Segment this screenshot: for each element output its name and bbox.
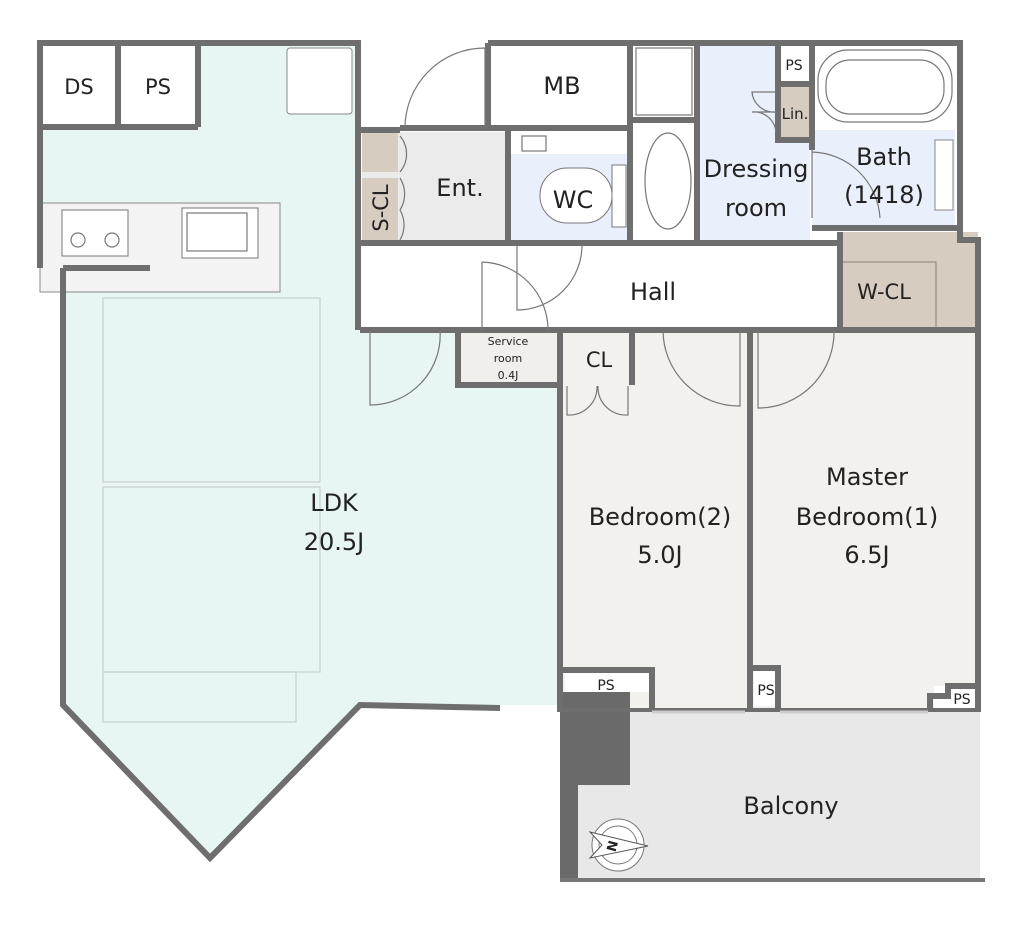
room-ps-top-left [118,43,198,127]
balcony-pillar [560,692,630,880]
entrance-door[interactable] [404,47,486,129]
washbasin-icon [644,132,692,230]
sink-basin [186,212,248,252]
label-lin: Lin. [782,105,809,123]
room-s-cl[interactable] [362,178,398,242]
room-ps-top-right [778,43,810,81]
room-ps-bottom-2 [754,668,778,706]
label-master: Master [826,463,908,491]
room-ps-bottom-1 [565,670,650,692]
label-service-size: 0.4J [498,369,519,382]
kitchen-sink [181,207,259,259]
room-hall[interactable] [358,245,838,328]
room-ps-bottom-3 [934,686,976,708]
room-mb [488,43,628,128]
label-ldk-size: 20.5J [304,528,365,556]
room-ds [40,43,118,127]
label-ps-bottom-3: PS [953,692,970,708]
linen-doors[interactable] [751,91,777,133]
label-bath-size: (1418) [844,181,924,209]
room-bedroom-2[interactable] [563,386,750,708]
label-ldk: LDK [310,489,359,517]
cooktop [61,209,129,257]
label-cl: CL [586,348,613,372]
s-cl-doors[interactable] [399,135,408,241]
label-bedroom-2: Bedroom(2) [589,503,732,531]
shower-area [632,43,697,120]
rug-outline [102,671,297,723]
label-dressing-room: room [725,194,787,222]
bathtub-icon [817,49,953,123]
compass-label: N [605,839,622,853]
label-balcony: Balcony [743,792,838,820]
label-w-cl: W-CL [857,280,911,304]
bedroom-2-door[interactable] [662,329,741,407]
label-ps-bottom-1: PS [597,678,614,694]
label-ps-top-right: PS [785,58,802,74]
label-dressing: Dressing [704,155,809,183]
room-w-cl[interactable] [840,232,978,330]
label-service-room: room [494,352,522,365]
wc-door[interactable] [516,244,583,311]
label-hall: Hall [630,278,676,306]
label-ds: DS [64,75,94,99]
master-bedroom-door[interactable] [757,329,835,409]
washbasin-area [632,122,697,240]
cl-doors[interactable] [566,385,629,416]
label-ps: PS [145,75,171,99]
ldk-door[interactable] [369,329,441,406]
label-bath: Bath [856,143,912,171]
refrigerator-space [286,47,353,115]
label-s-cl: S-CL [369,184,393,232]
label-bedroom-2-size: 5.0J [637,541,682,569]
service-room-door[interactable] [481,261,549,331]
label-ps-bottom-2: PS [757,683,774,699]
rug-outline [102,297,321,483]
label-ent: Ent. [436,174,483,202]
label-service: Service [488,335,529,348]
bath-door[interactable] [811,150,881,219]
label-master-bedroom: Bedroom(1) [796,503,939,531]
label-mb: MB [543,72,580,100]
room-linen[interactable] [778,86,810,138]
storage-block [362,132,398,172]
compass-icon: N [588,818,649,872]
burner-icon [70,232,86,248]
room-master-bedroom[interactable] [752,332,978,708]
burner-icon [104,232,120,248]
label-wc: WC [553,186,594,214]
room-service[interactable] [460,332,557,384]
label-master-size: 6.5J [844,541,889,569]
